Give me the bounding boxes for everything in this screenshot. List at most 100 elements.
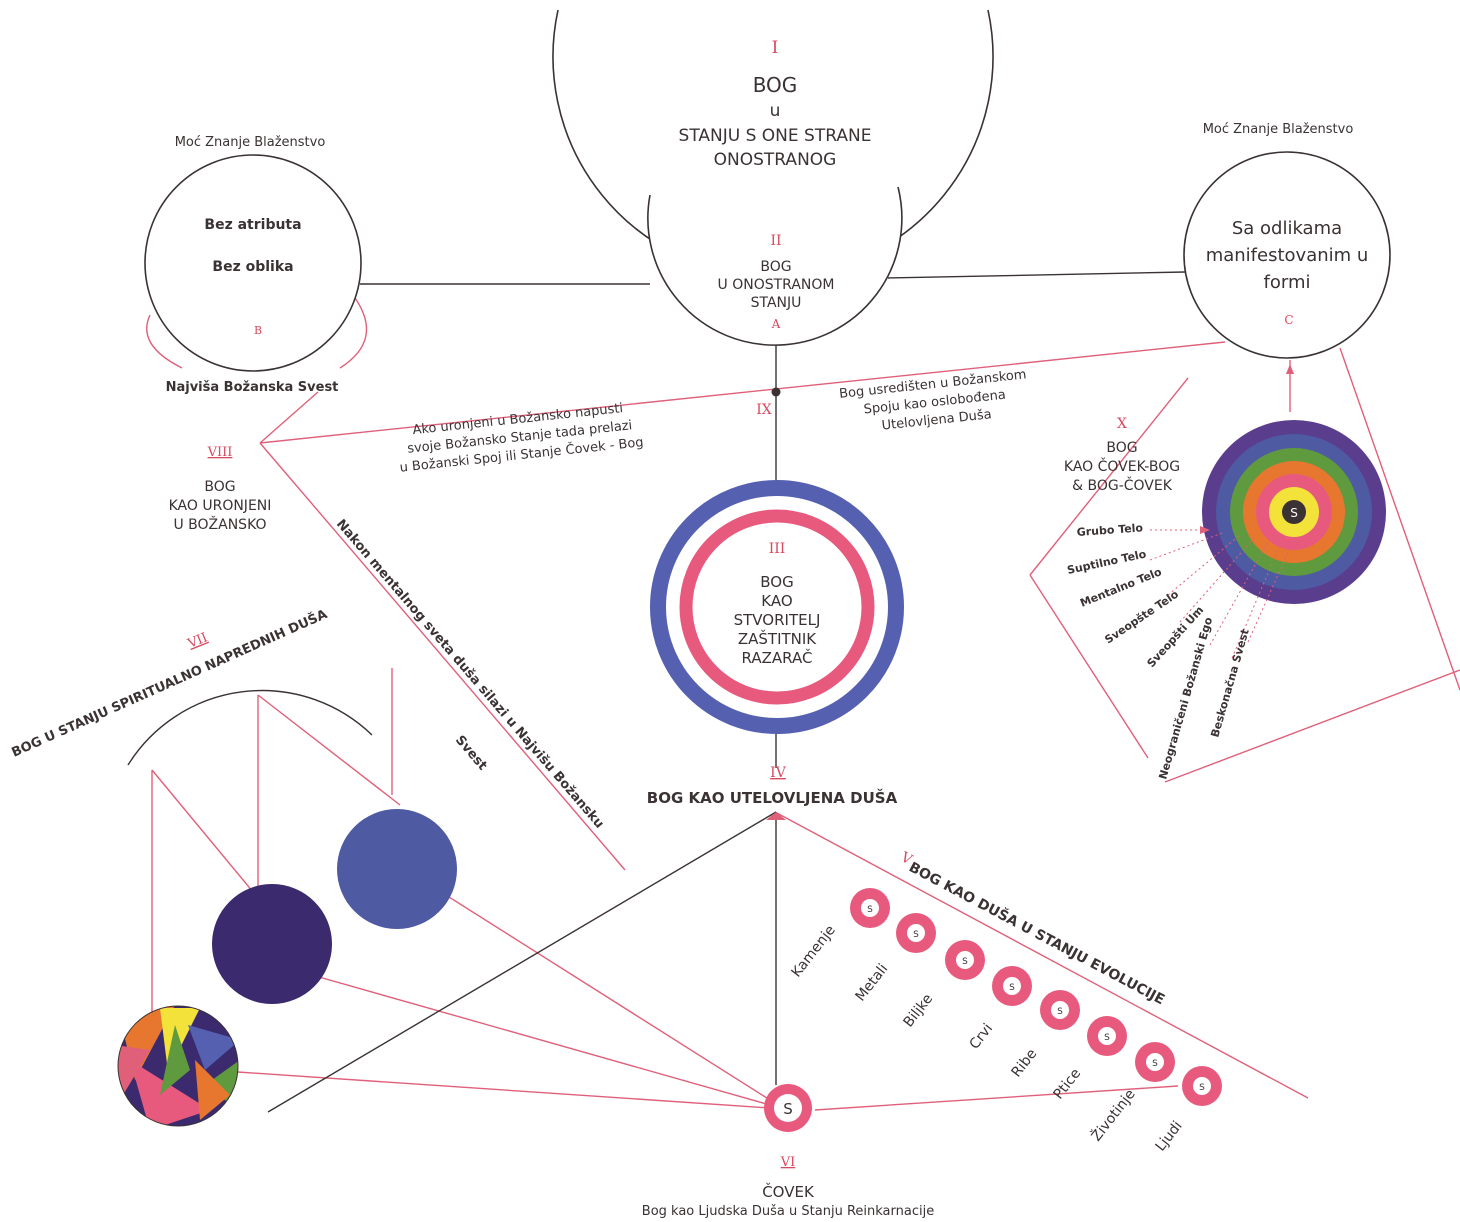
- letter-b: B: [254, 324, 262, 337]
- evolution-soul-inner: [907, 924, 925, 942]
- evolution-stage-label: Ribe: [1009, 1046, 1041, 1080]
- leader-svest: [1247, 547, 1291, 643]
- line-pentagon-right: [1339, 347, 1460, 691]
- concentric-bodies: S: [1202, 420, 1386, 604]
- multi-shard-red: [118, 1045, 150, 1100]
- numeral-x: X: [1117, 416, 1127, 432]
- numeral-ix: IX: [756, 402, 772, 418]
- line-pentagon-top: [1029, 377, 1189, 576]
- circle-b-line2: Bez oblika: [212, 259, 293, 275]
- evolution-soul-inner: [1098, 1027, 1116, 1045]
- line-descent: [259, 442, 626, 871]
- multi-shard-pink: [130, 1060, 210, 1126]
- ring-core: [1282, 500, 1306, 524]
- evolution-stage-label: Crvi: [967, 1021, 997, 1053]
- body-label-7: Beskonačna Svest: [1208, 627, 1251, 738]
- descent-line2: Svest: [452, 733, 490, 774]
- left-caption: Moć Znanje Blaženstvo: [175, 135, 326, 150]
- multi-shard-blue: [188, 1025, 238, 1070]
- state-i-line4: ONOSTRANOG: [714, 150, 837, 170]
- evolution-stage-label: Metali: [853, 961, 892, 1004]
- state-iv-label: BOG KAO UTELOVLJENA DUŠA: [647, 788, 898, 807]
- leader-ego: [1231, 544, 1281, 659]
- note-right: Bog usredišten u Božanskom Spoju kao osl…: [839, 367, 1028, 433]
- disc-multicolor-outline: [117, 1005, 239, 1127]
- line-viii-to-c: [259, 341, 1226, 444]
- evolution-soul-s: S: [962, 957, 968, 967]
- evolution-soul-s: S: [1152, 1059, 1158, 1069]
- state-v-label: BOG KAO DUŠA U STANJU EVOLUCIJE: [906, 858, 1168, 1009]
- evolution-soul-inner: [1146, 1053, 1164, 1071]
- state-x-line3: & BOG-ČOVEK: [1072, 476, 1173, 494]
- disc-navy: [212, 884, 332, 1004]
- line-s-to-ljudi: [814, 1085, 1179, 1111]
- arc-vii: [127, 689, 373, 766]
- numeral-vii: VII: [185, 630, 210, 652]
- state-i-line3: STANJU S ONE STRANE: [679, 126, 872, 146]
- evolution-soul-s: S: [1104, 1033, 1110, 1043]
- circle-b-line1: Bez atributa: [204, 217, 301, 233]
- junction-dot: [771, 387, 781, 397]
- evolution-soul-inner: [1003, 977, 1021, 995]
- evolution-soul-s: S: [1009, 983, 1015, 993]
- red-connector-lines: [146, 297, 1460, 1111]
- state-viii-line1: BOG: [204, 479, 235, 495]
- state-viii-line2: KAO URONJENI: [169, 498, 272, 514]
- state-iii-line5: RAZARAČ: [742, 648, 813, 667]
- letter-a: A: [771, 317, 781, 331]
- line-vii-d: [151, 769, 259, 899]
- right-caption: Moć Znanje Blaženstvo: [1203, 122, 1354, 137]
- ring-blue-outer: [650, 480, 904, 734]
- circle-c-line1: Sa odlikama: [1232, 218, 1342, 239]
- evolution-stage-label: Kamenje: [789, 922, 839, 980]
- ring-pink-inner: [679, 509, 875, 705]
- state-i-line1: BOG: [753, 73, 798, 97]
- evolution-stage-label: Biljke: [901, 991, 937, 1030]
- numeral-i: I: [772, 38, 779, 58]
- line-viii-up: [259, 391, 319, 444]
- line-navy-to-s: [311, 974, 771, 1106]
- multi-shard-green2: [160, 1025, 190, 1095]
- numeral-iii: III: [769, 541, 786, 557]
- line-pentagon-left: [1029, 574, 1149, 759]
- apex-triangle: [766, 812, 786, 820]
- state-ii-line1: BOG: [760, 259, 791, 275]
- body-label-2: Suptilno Telo: [1066, 547, 1148, 577]
- circle-s-inner: [774, 1094, 802, 1122]
- leader-mentalno: [1167, 534, 1241, 596]
- state-ii-line2: U ONOSTRANOM: [718, 277, 835, 293]
- ring-white-gap: [672, 502, 882, 712]
- state-iii-line3: STVORITELJ: [734, 611, 821, 629]
- state-viii-line3: U BOŽANSKO: [173, 515, 266, 533]
- left-bracket-line: [146, 314, 183, 369]
- state-x-line2: KAO ČOVEK-BOG: [1064, 457, 1180, 475]
- numeral-iv: IV: [770, 765, 787, 781]
- evolution-soul-inner: [861, 899, 879, 917]
- right-bracket-line: [339, 297, 368, 369]
- evolution-soul-s: S: [1199, 1083, 1205, 1093]
- evolution-soul-s: S: [913, 930, 919, 940]
- dark-connector-lines: [127, 271, 1186, 1113]
- state-ii-line3: STANJU: [751, 295, 802, 311]
- state-iii-line4: ZAŠTITNIK: [738, 629, 817, 648]
- evolution-stage-label: Životinje: [1087, 1085, 1139, 1144]
- evolution-soul-s: S: [867, 905, 873, 915]
- state-x-line1: BOG: [1106, 440, 1137, 456]
- arrow-to-c: [1286, 364, 1294, 374]
- numeral-vi: VI: [780, 1155, 796, 1170]
- circle-c: [1183, 151, 1391, 359]
- circle-state-ii: [647, 186, 903, 346]
- evolution-soul-inner: [1051, 1001, 1069, 1019]
- numeral-ii: II: [770, 233, 781, 249]
- evolution-soul-s: S: [1057, 1007, 1063, 1017]
- line-pentagon-bottom: [1164, 669, 1460, 783]
- line-iv-left: [267, 811, 777, 1113]
- evolution-stage-label: Ptice: [1051, 1066, 1085, 1103]
- evolution-souls: S S S S S S S S: [850, 888, 1222, 1106]
- body-label-1: Grubo Telo: [1076, 521, 1144, 539]
- state-vi-line2: Bog kao Ljudska Duša u Stanju Reinkarnac…: [642, 1204, 934, 1219]
- state-iii-line2: KAO: [761, 592, 792, 610]
- evolution-stage-label: Ljudi: [1153, 1118, 1186, 1154]
- line-evolution-axis: [774, 811, 1309, 1099]
